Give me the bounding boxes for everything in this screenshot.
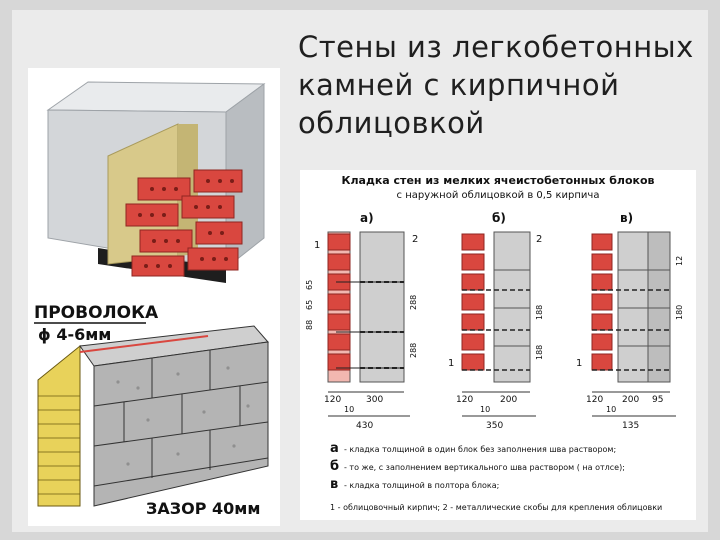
variant-a-row-height-2: 288 (409, 343, 418, 358)
legend-key-c: в (330, 477, 338, 492)
slide-title: Стены из легкобетонных камней с кирпично… (298, 30, 694, 140)
variant-b-callout-2: 2 (536, 234, 542, 245)
variant-b-row-height: 188 (535, 305, 544, 320)
legend-footnote: 1 - облицовочный кирпич; 2 - металлическ… (330, 503, 662, 512)
brick-courses (38, 395, 80, 495)
gap-label: ЗАЗОР 40мм (146, 499, 260, 518)
variant-c-dim-brick: 120 (586, 395, 603, 405)
variant-b-dim-gap: 10 (480, 405, 490, 414)
variant-a-small-dim-2: 65 (305, 300, 314, 310)
variant-a-dim-gap: 10 (344, 405, 354, 414)
wire-tie (79, 335, 209, 353)
variant-c-small-dim: 12 (675, 256, 684, 266)
variant-c-label: в) (620, 211, 633, 225)
legend-key-a: а (330, 441, 339, 456)
block-joints (93, 350, 269, 487)
legend-text-c: - кладка толщиной в полтора блока; (344, 481, 499, 490)
variant-c-section (591, 231, 676, 417)
legend-key-b: б (330, 459, 339, 474)
scheme-title-line1: Кладка стен из мелких ячеистобетонных бл… (341, 174, 654, 187)
variant-a-callout-1: 1 (314, 240, 320, 251)
variant-b-dim-total: 350 (486, 421, 503, 431)
wall-render-image (28, 68, 280, 298)
legend-text-b: - то же, с заполнением вертикального шва… (344, 463, 625, 472)
variant-b-label: б) (492, 211, 506, 225)
variant-a-section (327, 231, 410, 417)
wall-render-svg (46, 81, 266, 283)
slide-frame-right (708, 0, 720, 540)
variant-c-dim-extra: 95 (652, 395, 663, 405)
slide-frame-top (0, 0, 720, 10)
variant-b-row-height-2: 188 (535, 345, 544, 360)
variant-b-callout-1: 1 (448, 358, 454, 369)
masonry-sketch-image: ПРОВОЛОКА ϕ 4-6мм ЗАЗОР 40мм (28, 296, 280, 526)
variant-c-row-height: 180 (675, 305, 684, 320)
wire-diameter-label: ϕ 4-6мм (38, 325, 111, 344)
legend-text-a: - кладка толщиной в один блок без заполн… (344, 445, 616, 454)
masonry-scheme-svg: Кладка стен из мелких ячеистобетонных бл… (305, 174, 684, 512)
brick-facing (125, 169, 243, 277)
variant-c-dim-gap: 10 (606, 405, 616, 414)
variant-a-row-height: 288 (409, 295, 418, 310)
variant-a-small-dim-3: 65 (305, 280, 314, 290)
variant-b-section (461, 231, 536, 417)
variant-a-label: а) (360, 211, 374, 225)
scheme-legend: а - кладка толщиной в один блок без запо… (330, 441, 662, 512)
slide-frame-left (0, 0, 12, 540)
masonry-sketch-svg: ПРОВОЛОКА ϕ 4-6мм ЗАЗОР 40мм (34, 303, 269, 518)
block-texture (116, 366, 250, 466)
variant-a-callout-2: 2 (412, 234, 418, 245)
brick-facing-strip (37, 344, 81, 507)
variant-a-dim-brick: 120 (324, 395, 341, 405)
variant-a-small-dim-1: 88 (305, 320, 314, 330)
wire-label: ПРОВОЛОКА (34, 303, 159, 323)
variant-c-dim-block: 200 (622, 395, 639, 405)
masonry-scheme: Кладка стен из мелких ячеистобетонных бл… (300, 170, 696, 520)
variant-c-callout-1: 1 (576, 358, 582, 369)
variant-b-dim-brick: 120 (456, 395, 473, 405)
variant-a-dim-block: 300 (366, 395, 383, 405)
variant-c-dim-total: 135 (622, 421, 639, 431)
variant-a-dim-total: 430 (356, 421, 373, 431)
variant-b-dim-block: 200 (500, 395, 517, 405)
slide-frame-bottom (0, 532, 720, 540)
scheme-title-line2: с наружной облицовкой в 0,5 кирпича (397, 190, 600, 201)
